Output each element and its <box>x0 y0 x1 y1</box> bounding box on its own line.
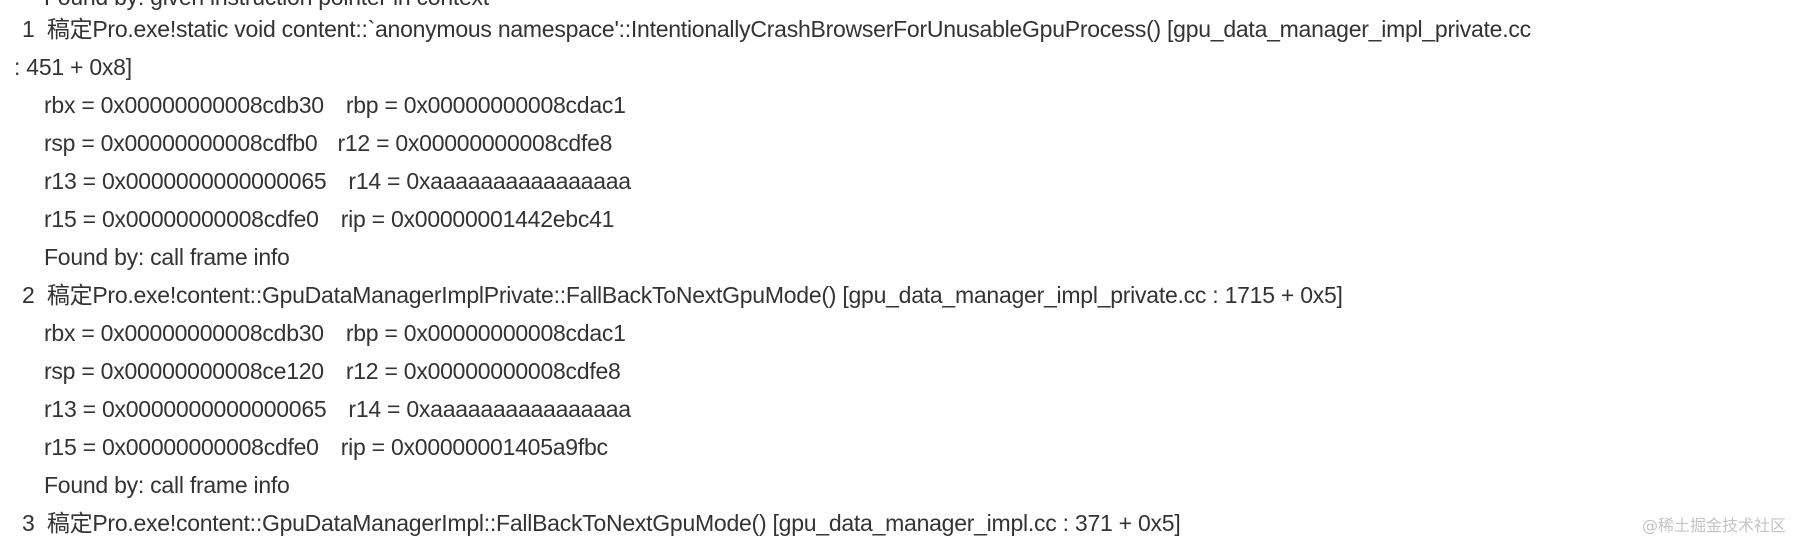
register-value: r12 = 0x00000000008cdfe8 <box>337 130 613 156</box>
frame-3-header: 3 稿定Pro.exe!content::GpuDataManagerImpl:… <box>22 510 1181 536</box>
register-value: r13 = 0x0000000000000065 <box>44 168 327 194</box>
register-value: r14 = 0xaaaaaaaaaaaaaaaa <box>348 396 631 422</box>
frame-2-registers-row: rbx = 0x00000000008cdb30 rbp = 0x00000000… <box>0 314 626 352</box>
register-value: rbp = 0x00000000008cdac1 <box>345 320 626 346</box>
clipped-previous-line: Found by: given instruction pointer in c… <box>0 0 489 16</box>
frame-2-header: 2 稿定Pro.exe!content::GpuDataManagerImplP… <box>22 282 1343 308</box>
frame-1-registers-row: rbx = 0x00000000008cdb30 rbp = 0x00000000… <box>0 86 626 124</box>
register-value: r13 = 0x0000000000000065 <box>44 396 327 422</box>
register-value: rip = 0x00000001442ebc41 <box>340 206 615 232</box>
frame-1-header-continued: : 451 + 0x8] <box>14 54 132 80</box>
register-value: r12 = 0x00000000008cdfe8 <box>345 358 621 384</box>
watermark: @稀土掘金技术社区 <box>1641 516 1786 535</box>
register-value: r14 = 0xaaaaaaaaaaaaaaaa <box>348 168 631 194</box>
frame-1-header: 1 稿定Pro.exe!static void content::`anonym… <box>22 16 1531 42</box>
frame-2-registers-row: r15 = 0x00000000008cdfe0 rip = 0x00000001… <box>0 428 608 466</box>
frame-1-registers-row: r13 = 0x0000000000000065 r14 = 0xaaaaaaaa… <box>0 162 631 200</box>
frame-2-registers-row: rsp = 0x00000000008ce120 r12 = 0x00000000… <box>0 352 621 390</box>
frame-2-registers-row: r13 = 0x0000000000000065 r14 = 0xaaaaaaaa… <box>0 390 631 428</box>
frame-1-found-by: Found by: call frame info <box>44 244 290 270</box>
register-value: rbx = 0x00000000008cdb30 <box>44 92 324 118</box>
register-value: rsp = 0x00000000008cdfb0 <box>44 130 318 156</box>
register-value: rbx = 0x00000000008cdb30 <box>44 320 324 346</box>
register-value: r15 = 0x00000000008cdfe0 <box>44 206 319 232</box>
register-value: rip = 0x00000001405a9fbc <box>340 434 608 460</box>
register-value: r15 = 0x00000000008cdfe0 <box>44 434 319 460</box>
frame-1-registers-row: r15 = 0x00000000008cdfe0 rip = 0x00000001… <box>0 200 614 238</box>
frame-2-found-by: Found by: call frame info <box>44 472 290 498</box>
frame-1-registers-row: rsp = 0x00000000008cdfb0 r12 = 0x00000000… <box>0 124 612 162</box>
register-value: rsp = 0x00000000008ce120 <box>44 358 324 384</box>
register-value: rbp = 0x00000000008cdac1 <box>345 92 626 118</box>
